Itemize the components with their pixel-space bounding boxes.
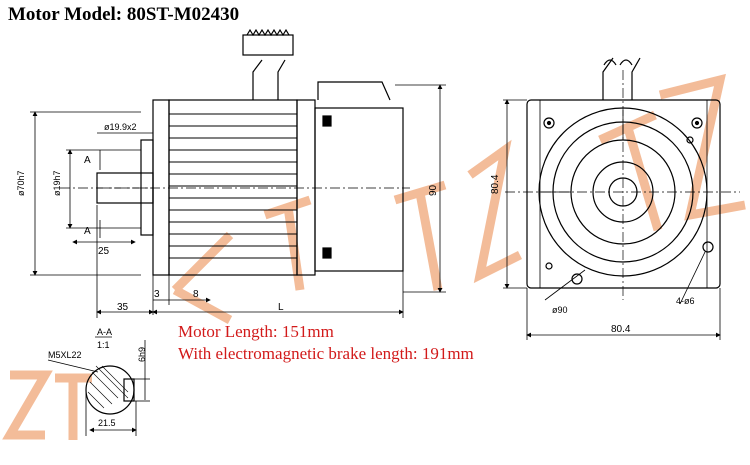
- phi-outer-label: ø70h7: [16, 170, 26, 196]
- section-depth-label: 21.5: [98, 418, 116, 428]
- holes-label: 4-ø6: [676, 296, 695, 306]
- cable-glands: [252, 59, 286, 100]
- front-flange: [152, 99, 170, 276]
- section-scale: 1:1: [97, 340, 110, 350]
- page-title: Motor Model: 80ST-M02430: [8, 4, 240, 25]
- key-width-label: 6h9: [137, 347, 147, 362]
- front-width-label: 80.4: [611, 324, 631, 335]
- key-length-label: 25: [98, 246, 110, 257]
- front-view: [503, 57, 740, 340]
- flange-dim-label: 3: [154, 289, 160, 300]
- phi-shaft-label: ø19h7: [52, 170, 62, 196]
- cooling-fins: [169, 113, 297, 259]
- brake-length-note: With electromagnetic brake length: 191mm: [178, 344, 474, 363]
- section-a-bottom: A: [84, 226, 91, 237]
- section-a-top: A: [84, 155, 91, 166]
- thread-label: M5XL22: [48, 350, 82, 360]
- connector-top: [242, 34, 294, 56]
- pcd-label: ø90: [552, 305, 568, 315]
- rear-cap: [296, 99, 316, 276]
- side-view: [30, 28, 446, 318]
- bolt-label: ø19.9x2: [104, 122, 137, 132]
- watermark: [2, 73, 746, 440]
- section-label: A-A: [97, 327, 112, 337]
- front-height-label: 80.4: [490, 174, 501, 194]
- shaft-length-label: 35: [117, 302, 129, 313]
- encoder-housing: [314, 107, 404, 272]
- motor-length-note: Motor Length: 151mm: [178, 322, 334, 341]
- pilot-dim-label: 8: [193, 289, 199, 300]
- connector-base: [317, 81, 391, 101]
- section-view: [47, 340, 150, 436]
- height-label: 90: [428, 184, 439, 196]
- length-label: L: [278, 302, 284, 313]
